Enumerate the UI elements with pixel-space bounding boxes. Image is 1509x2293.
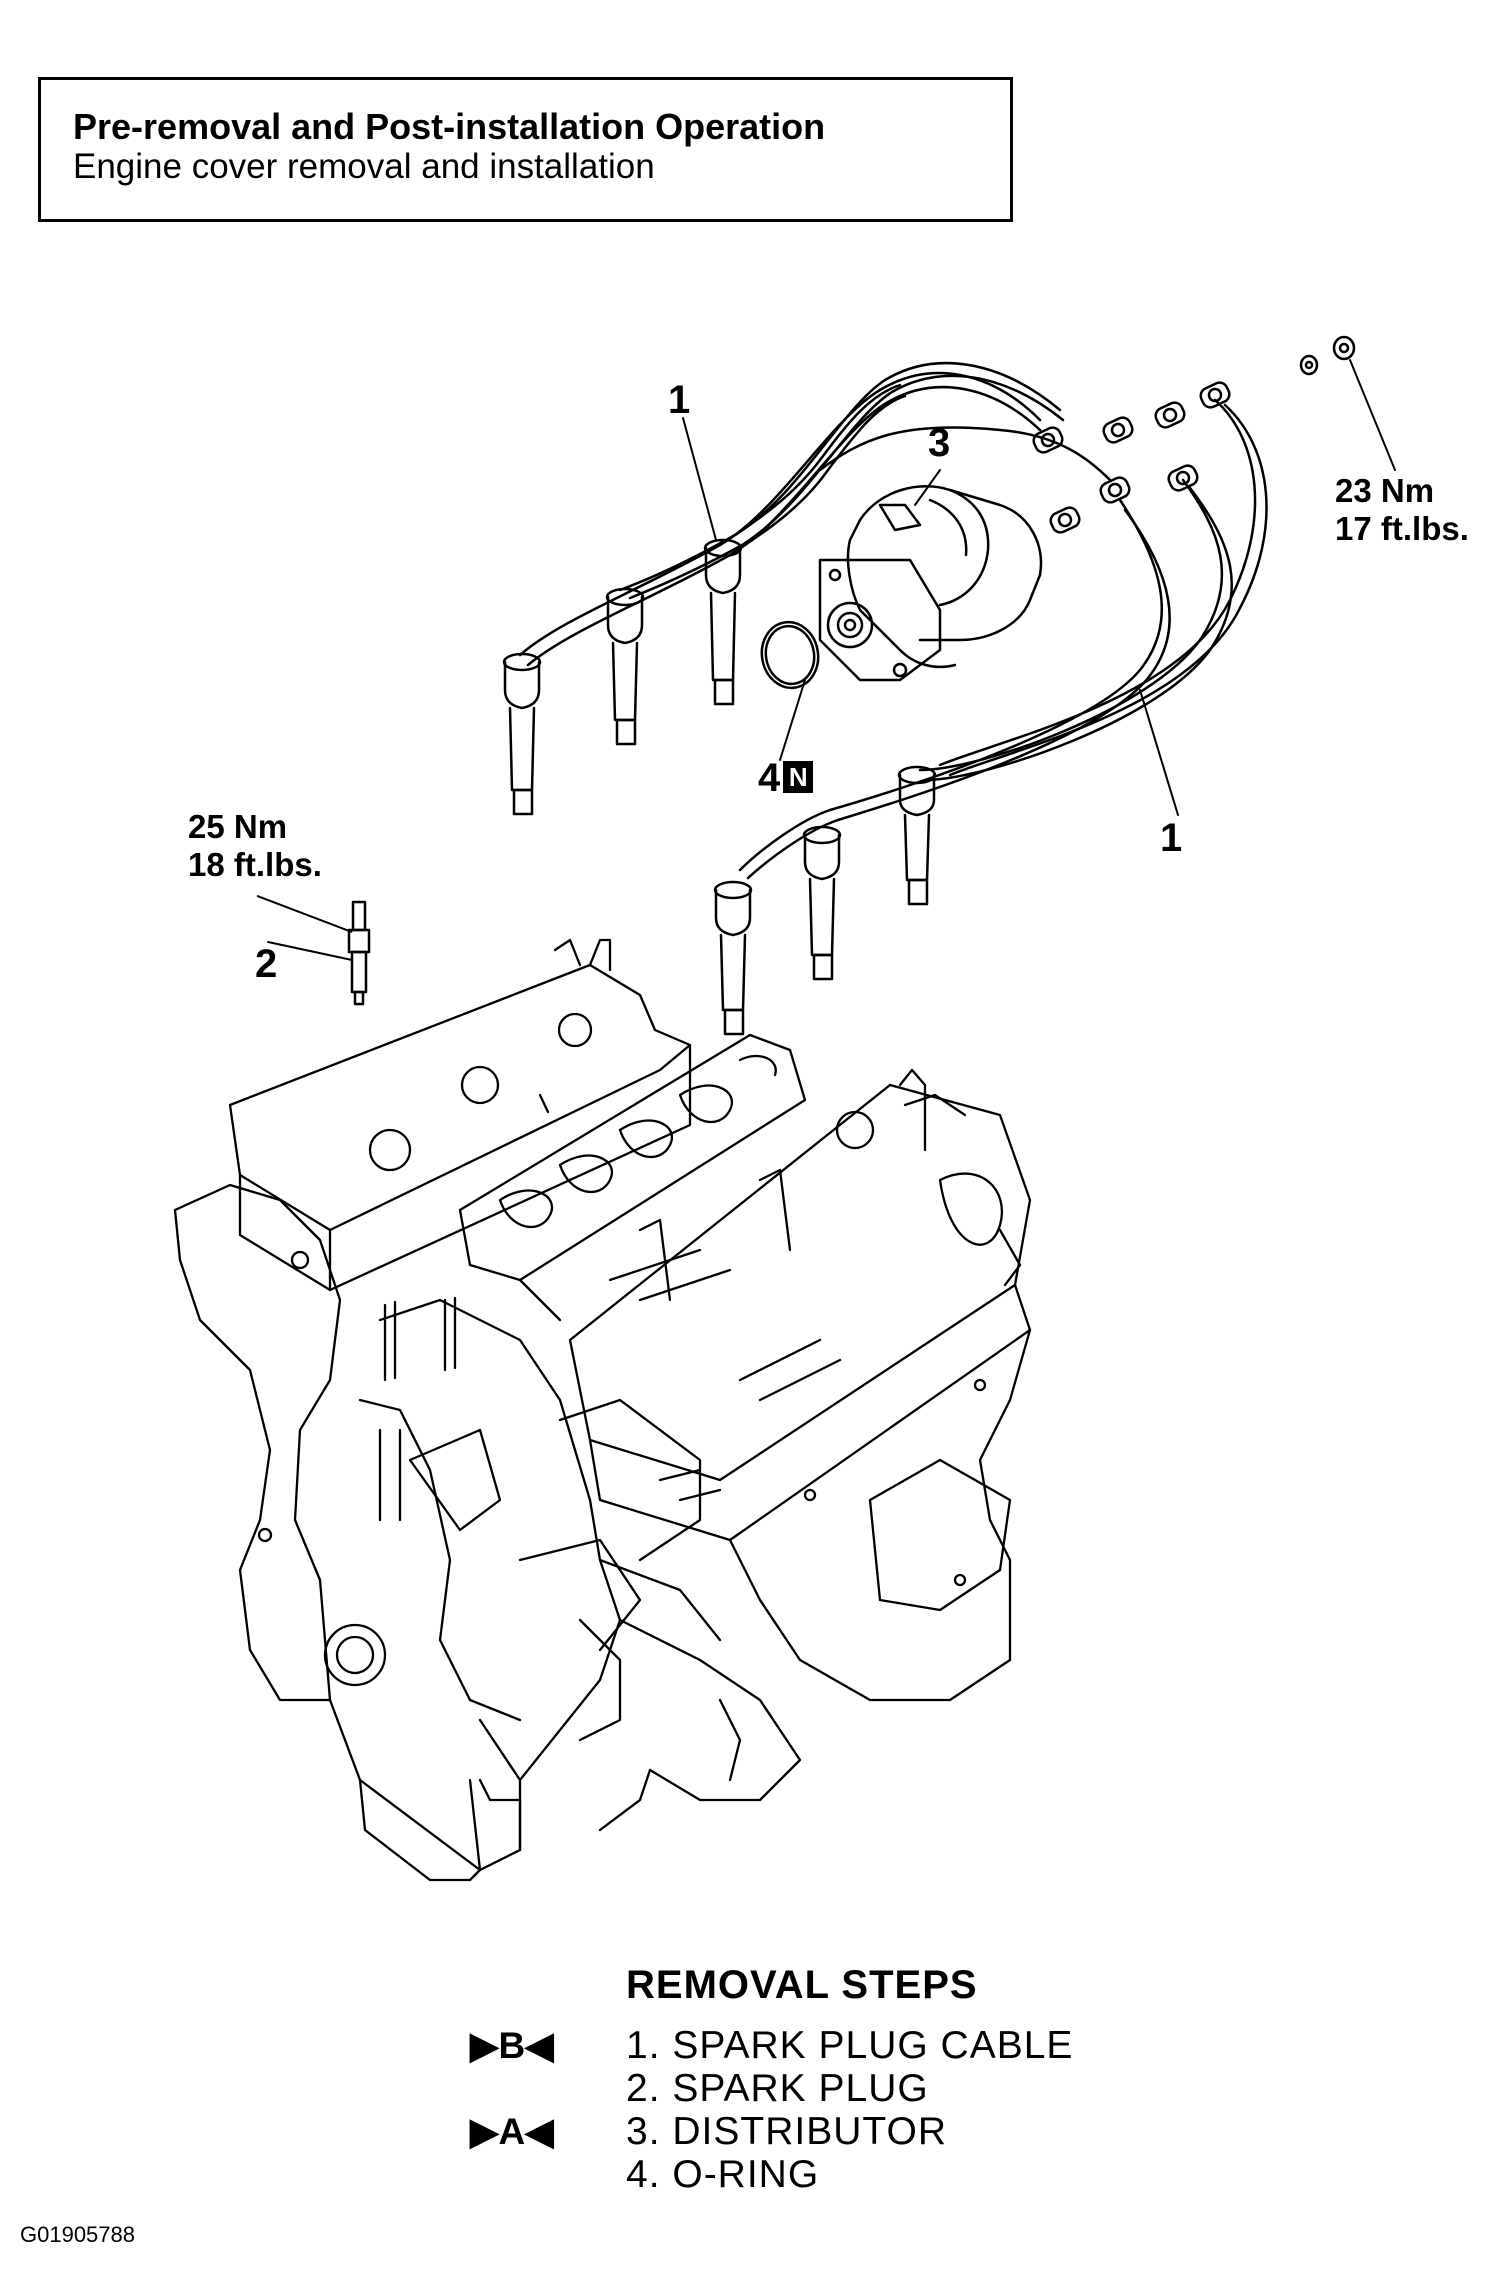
plug-boot-4 xyxy=(897,765,937,906)
callout-cable-top: 1 xyxy=(668,378,691,422)
step-3-label: 3. DISTRIBUTOR xyxy=(626,2110,947,2153)
step-3-mark: ▶A◀ xyxy=(470,2111,554,2152)
callout-spark-plug: 2 xyxy=(255,942,278,986)
spark-plug-cable-bundle-left xyxy=(518,361,1112,667)
removal-steps-title: REMOVAL STEPS xyxy=(626,1963,978,2007)
step-1-label: 1. SPARK PLUG CABLE xyxy=(626,2024,1074,2067)
o-ring xyxy=(760,620,820,690)
callout-distributor: 3 xyxy=(928,421,951,465)
plug-boot-6 xyxy=(713,880,753,1036)
plug-boot-2 xyxy=(605,587,645,746)
header-box: Pre-removal and Post-installation Operat… xyxy=(38,77,1013,222)
torque-nut-nm: 23 Nm xyxy=(1335,472,1435,509)
distributor-cap-boots xyxy=(1032,381,1231,534)
torque-nut: 23 Nm 17 ft.lbs. xyxy=(1335,472,1469,548)
callout-oring-number: 4 xyxy=(758,756,781,800)
leader-lines xyxy=(256,359,1396,961)
step-4-label: 4. O-RING xyxy=(626,2153,820,2196)
plug-boot-1 xyxy=(502,652,542,816)
torque-plug-nm: 25 Nm xyxy=(188,808,288,845)
engine-block xyxy=(173,938,1032,1882)
header-title: Pre-removal and Post-installation Operat… xyxy=(73,106,826,147)
torque-nut-ftlbs: 17 ft.lbs. xyxy=(1335,509,1469,547)
spark-plug-cable-bundle-right xyxy=(738,398,1268,880)
step-1-mark: ▶B◀ xyxy=(470,2025,554,2066)
spark-plug xyxy=(347,900,371,1006)
step-2-label: 2. SPARK PLUG xyxy=(626,2067,929,2110)
figure-id: G01905788 xyxy=(20,2222,135,2247)
non-reusable-badge: N xyxy=(783,761,814,793)
distributor xyxy=(818,485,1043,682)
plug-boot-3 xyxy=(703,538,743,706)
header-subtitle: Engine cover removal and installation xyxy=(73,147,655,186)
callout-cable-right: 1 xyxy=(1160,816,1183,860)
plug-boot-5 xyxy=(802,825,842,981)
nut-washer xyxy=(1299,335,1356,376)
torque-plug-ftlbs: 18 ft.lbs. xyxy=(188,845,322,883)
torque-plug: 25 Nm 18 ft.lbs. xyxy=(188,808,322,884)
